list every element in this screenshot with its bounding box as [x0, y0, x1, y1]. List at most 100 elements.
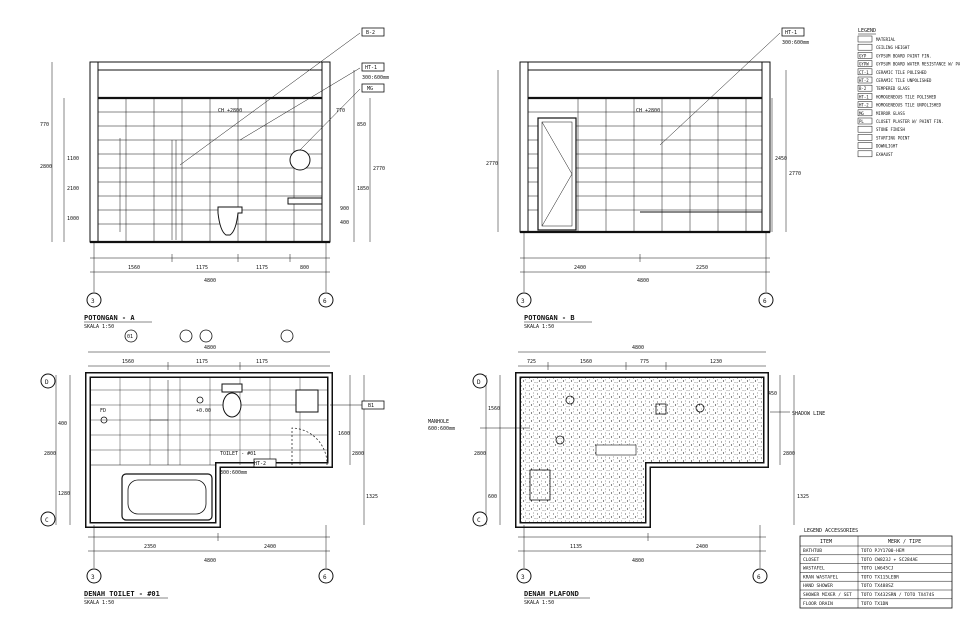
legend-swatch	[857, 43, 873, 51]
legend-swatch	[857, 134, 873, 141]
vanity-icon	[287, 197, 323, 205]
floor-level: +0.00	[196, 408, 211, 414]
tile-tag: HT-2	[254, 461, 266, 467]
closet-icon	[222, 392, 242, 418]
legend-label: EXHAUST	[876, 152, 893, 157]
view-title: DENAH PLAFOND	[524, 590, 579, 598]
dim-total-bottom: 4800	[204, 558, 216, 564]
grid-bubble-icon	[752, 568, 768, 584]
dim-left-1: 2800	[474, 451, 486, 457]
view-scale: SKALA 1:50	[84, 600, 114, 606]
legend-swatch	[857, 142, 873, 149]
dim-bottom-1: 1135	[570, 544, 582, 550]
tag-mg: MG	[367, 86, 373, 92]
legend-label: CEILING HEIGHT	[876, 45, 910, 50]
legend-swatch	[857, 125, 873, 133]
grid-bubble-icon	[516, 568, 532, 584]
dim-left-1: 2800	[44, 451, 56, 457]
bathtub-icon	[121, 473, 213, 521]
grid-label: 6	[323, 574, 327, 581]
dim-top-2: 1560	[580, 359, 592, 365]
grid-label: 6	[763, 298, 767, 305]
downlight-icon	[555, 435, 565, 445]
legend-swatch	[857, 35, 873, 43]
grid-bubble-icon	[472, 373, 488, 389]
accessory-brand: TOTO TX115LEBR	[861, 574, 899, 580]
legend-label: GYPSUM BOARD PAINT FIN.	[876, 53, 931, 58]
tag-b2: B-2	[366, 30, 375, 36]
legend-code: CT-1	[859, 70, 869, 75]
dim-total: 4800	[637, 278, 649, 284]
grid-label: C	[45, 517, 49, 524]
dim-total: 4800	[204, 278, 216, 284]
legend-code: MG	[859, 111, 864, 116]
exhaust-icon	[655, 403, 667, 415]
legend-label: CLOSET PLASTER W/ PAINT FIN.	[876, 119, 943, 124]
legend-label: STONE FINISH	[876, 127, 905, 132]
dim-right-3: 1325	[366, 494, 378, 500]
legend-label: CERAMIC TILE UNPOLISHED	[876, 78, 932, 83]
accessory-item: CLOSET	[803, 557, 820, 563]
grid-bubble-icon	[318, 568, 334, 584]
dim-bottom-2: 2250	[696, 265, 708, 271]
view-title: POTONGAN - B	[524, 314, 575, 322]
accessory-brand: TOTO TX1DN	[861, 601, 888, 607]
dim-bottom-1: 2400	[574, 265, 586, 271]
accessory-item: FLOOR DRAIN	[803, 601, 833, 607]
accessories-header-item: ITEM	[820, 539, 832, 545]
legend-swatch	[857, 150, 873, 158]
dim-right-3: 2770	[373, 166, 385, 172]
dim-bottom-1: 1560	[128, 265, 140, 271]
dim-right-1: 850	[357, 122, 366, 128]
legend-swatch	[857, 109, 873, 117]
legend-swatch	[857, 60, 873, 67]
dim-total: 4800	[204, 345, 216, 351]
accessory-brand: TOTO CW823J + SC284AE	[861, 557, 918, 563]
dim-bottom-4: 800	[300, 265, 309, 271]
grid-label: 6	[757, 574, 761, 581]
dim-left-2: 1560	[488, 406, 500, 412]
view-scale: SKALA 1:50	[84, 324, 114, 330]
tag-tile-size: 300:600mm	[782, 40, 809, 46]
dim-top-2: 1175	[196, 359, 208, 365]
section-marker-icon	[280, 329, 294, 343]
dim-bottom-2: 2400	[264, 544, 276, 550]
legend-swatch	[857, 52, 873, 59]
section-a: B-2 HT-1 300:600mm MG CH +2800 1560 1175…	[40, 27, 389, 330]
ceiling-height: CH +2800	[636, 108, 660, 114]
grid-label: 6	[323, 298, 327, 305]
dim-right-1: 2450	[775, 156, 787, 162]
legend-label: GYPSUM BOARD WATER RESISTANCE W/ PAINT F…	[876, 62, 960, 67]
dim-top-4: 1230	[710, 359, 722, 365]
dim-left-1: 770	[40, 122, 49, 128]
dim-total-bottom: 4800	[632, 558, 644, 564]
legend-label: MATERIAL	[876, 37, 896, 42]
legend-code: HT-1	[859, 94, 869, 99]
section-b: HT-1 300:600mm CH +2800 2400 2250 4800 2…	[486, 27, 809, 330]
dim-left-5: 1000	[67, 216, 79, 222]
legend-label: STARTING POINT	[876, 135, 910, 140]
downlight-icon	[565, 395, 575, 405]
legend-swatch	[857, 76, 873, 84]
accessory-item: BATHTUB	[803, 548, 822, 554]
legend-code: HT-2	[859, 78, 869, 83]
grid-label: 3	[521, 298, 525, 305]
section-a-tiles	[98, 98, 322, 242]
accessories-header-brand: MERK / TIPE	[888, 539, 921, 545]
grid-label: D	[477, 379, 481, 386]
dim-right-3: 1325	[797, 494, 809, 500]
grid-label: 3	[521, 574, 525, 581]
dim-right-2: 770	[336, 108, 345, 114]
room-label: TOILET - #01	[220, 451, 256, 457]
grid-label: 3	[91, 298, 95, 305]
grid-label: D	[45, 379, 49, 386]
view-scale: SKALA 1:50	[524, 600, 554, 606]
section-marker-icon	[124, 329, 138, 343]
grid-bubble-icon	[40, 373, 56, 389]
dim-left-3: 2100	[67, 186, 79, 192]
grid-bubble-icon	[40, 511, 56, 527]
door-icon	[537, 117, 577, 231]
grid-bubble-icon	[516, 292, 532, 308]
dim-right-2: 2800	[352, 451, 364, 457]
